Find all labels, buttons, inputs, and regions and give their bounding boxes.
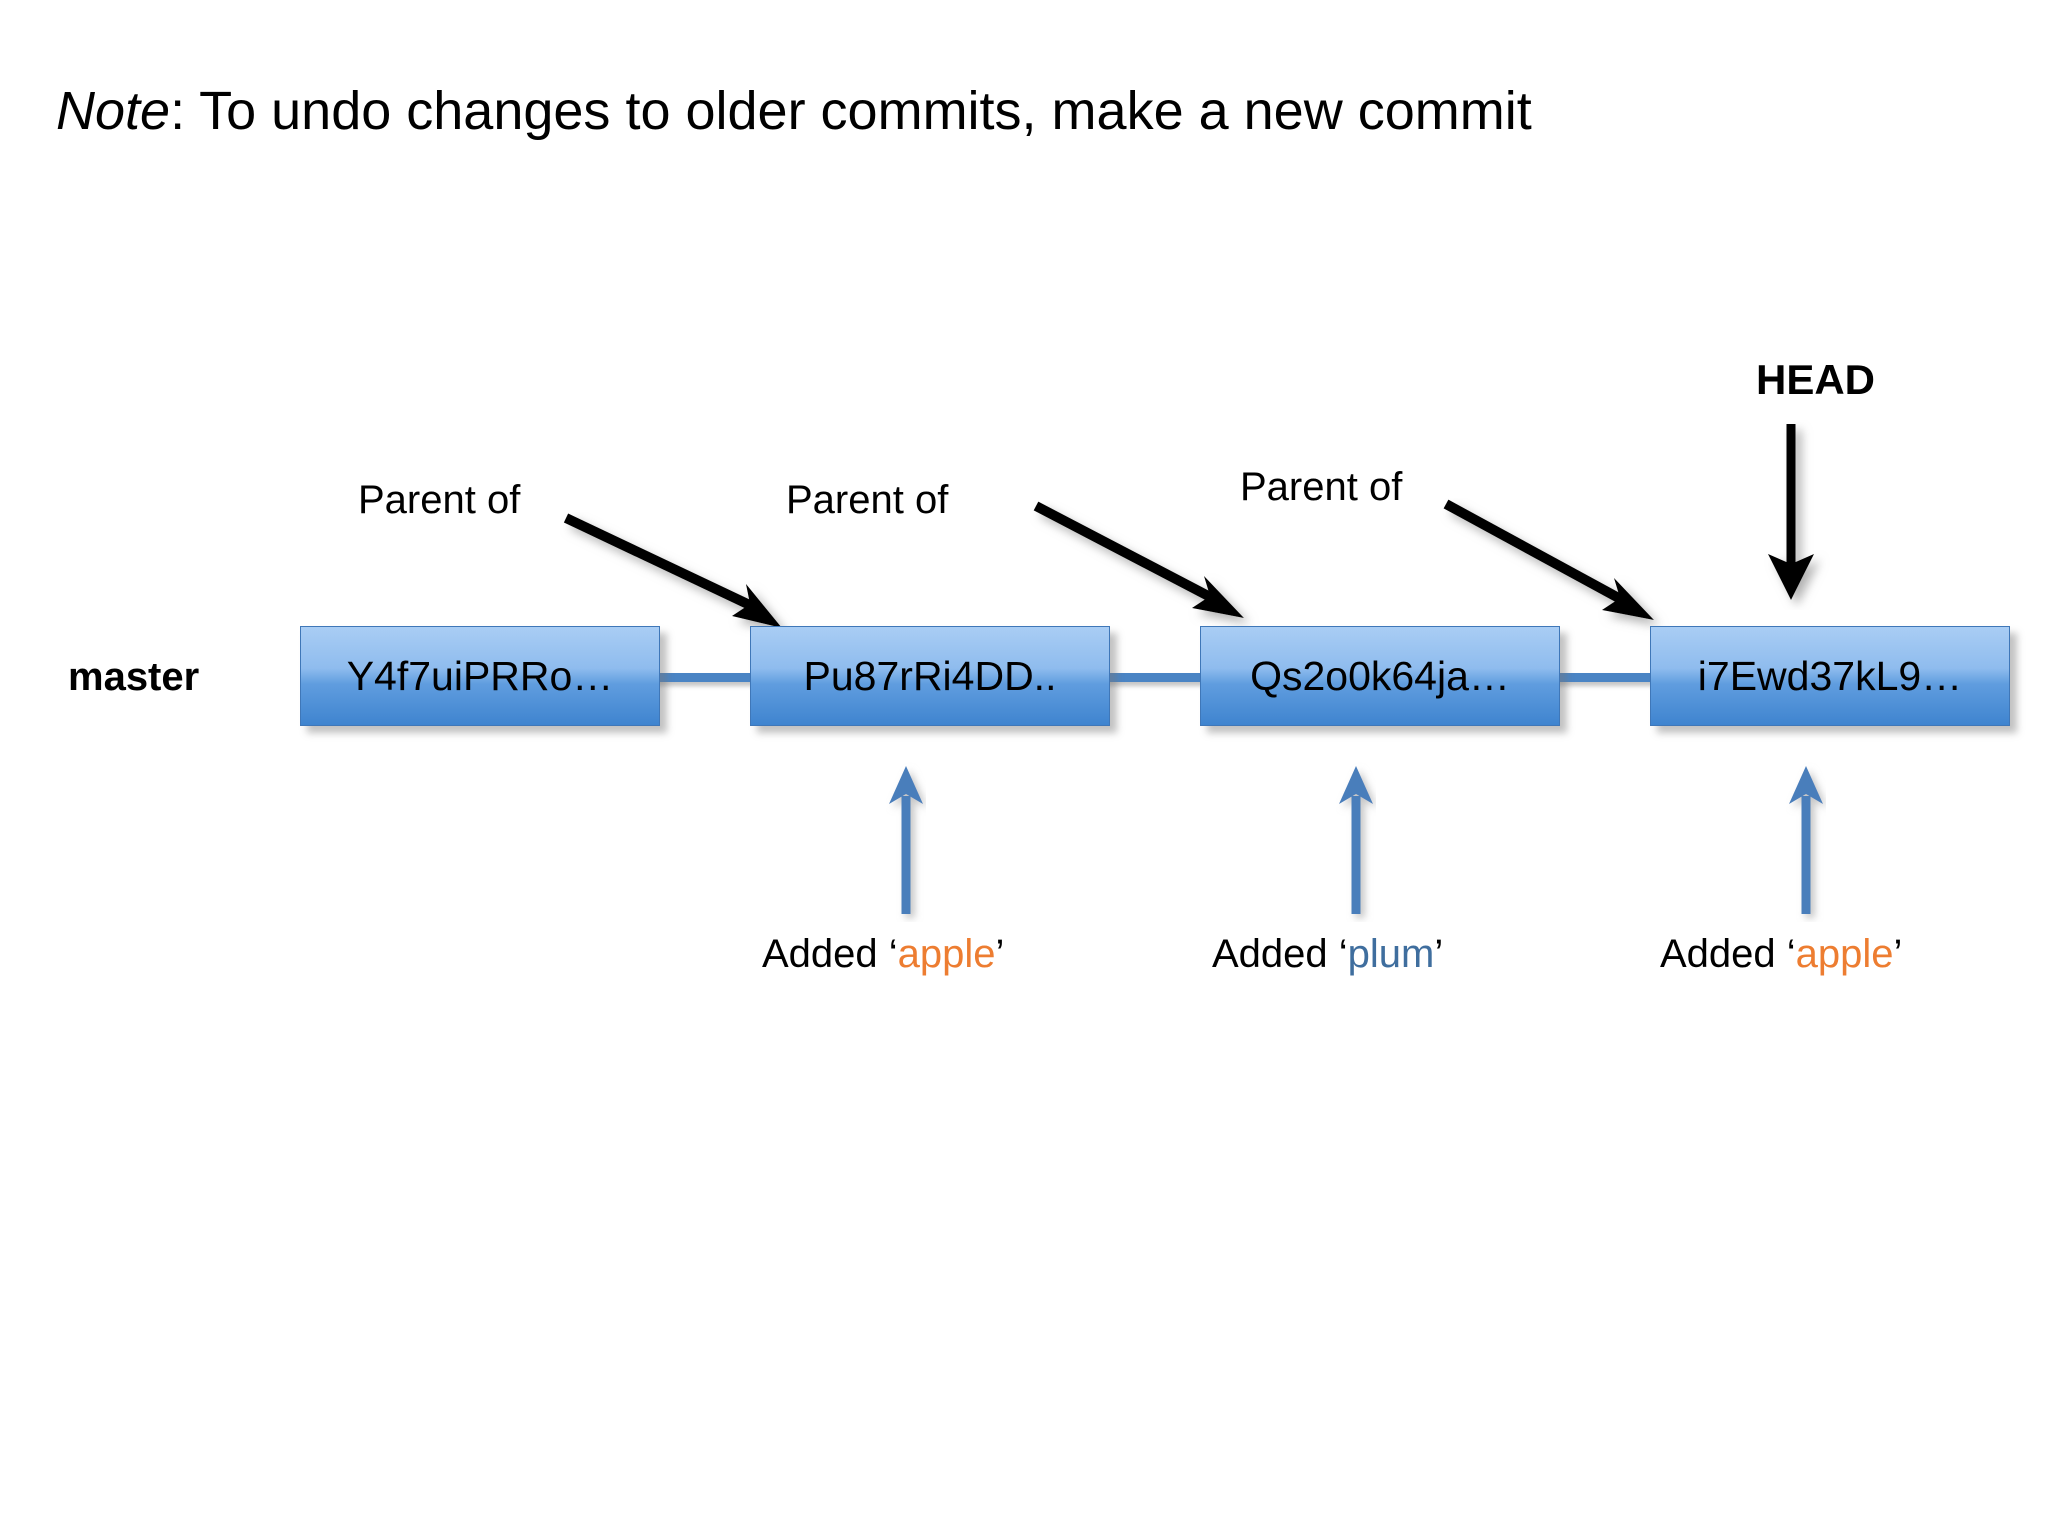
commit-graph-row: Y4f7uiPRRo… Pu87rRi4DD.. Qs2o0k64ja… i7E… [300, 626, 2010, 741]
parent-of-arrow-icon-1 [563, 513, 782, 628]
parent-of-label-2: Parent of [786, 478, 949, 522]
commit-hash-1: Y4f7uiPRRo… [346, 652, 614, 699]
commit-connector-3 [1552, 673, 1662, 682]
commit-connector-2 [1102, 673, 1212, 682]
commit-node-3[interactable]: Qs2o0k64ja… [1200, 626, 1560, 726]
commit-message-2: Added ‘plum’ [1212, 932, 1443, 977]
commit-message-3: Added ‘apple’ [1660, 932, 1902, 977]
commit-message-arrow-icon-3 [1789, 766, 1823, 914]
commit-message-arrow-icon-2 [1339, 766, 1373, 914]
head-pointer-arrow-icon [1768, 424, 1814, 600]
commit-message-1-prefix: Added ‘ [762, 932, 898, 976]
parent-of-label-3: Parent of [1240, 465, 1403, 509]
commit-message-3-prefix: Added ‘ [1660, 932, 1796, 976]
commit-node-2[interactable]: Pu87rRi4DD.. [750, 626, 1110, 726]
commit-hash-3: Qs2o0k64ja… [1250, 652, 1510, 699]
parent-of-label-1: Parent of [358, 478, 521, 522]
commit-message-2-fruit: plum [1347, 932, 1435, 976]
commit-message-1: Added ‘apple’ [762, 932, 1004, 977]
commit-hash-2: Pu87rRi4DD.. [803, 652, 1057, 699]
branch-label-master: master [68, 655, 200, 699]
commit-message-1-fruit: apple [897, 932, 996, 976]
commit-node-1[interactable]: Y4f7uiPRRo… [300, 626, 660, 726]
title-note-word: Note [56, 81, 171, 141]
commit-message-1-suffix: ’ [995, 932, 1005, 976]
title-rest: : To undo changes to older commits, make… [170, 81, 1532, 141]
commit-node-4[interactable]: i7Ewd37kL9… [1650, 626, 2010, 726]
parent-of-arrow-icon-3 [1443, 499, 1654, 620]
head-label: HEAD [1756, 356, 1876, 403]
commit-message-arrow-icon-1 [889, 766, 923, 914]
commit-message-2-prefix: Added ‘ [1212, 932, 1348, 976]
commit-message-3-suffix: ’ [1893, 932, 1903, 976]
page-title: Note: To undo changes to older commits, … [56, 81, 1532, 141]
commit-connector-1 [652, 673, 762, 682]
commit-hash-4: i7Ewd37kL9… [1697, 652, 1963, 699]
commit-message-2-suffix: ’ [1434, 932, 1444, 976]
commit-message-3-fruit: apple [1795, 932, 1894, 976]
parent-of-arrow-icon-2 [1033, 501, 1244, 618]
